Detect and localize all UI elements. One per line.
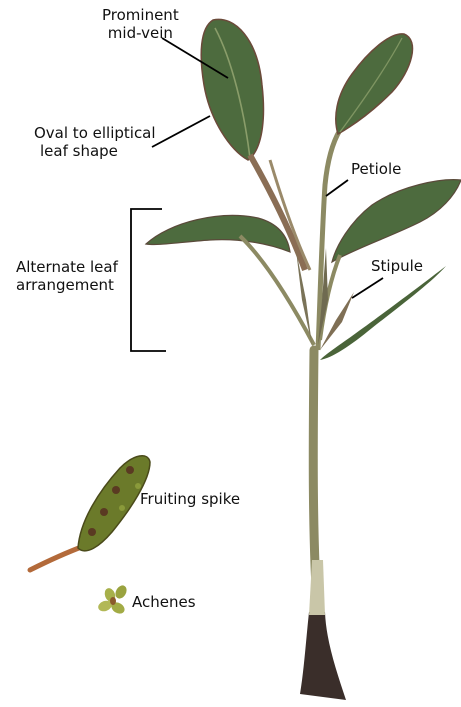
spike-bump xyxy=(100,508,108,516)
stipule-label: Stipule xyxy=(371,257,423,275)
top-left-leaf xyxy=(201,19,263,160)
left-middle-leaf xyxy=(146,216,290,252)
stipule-4 xyxy=(270,160,310,270)
right-middle-leaf xyxy=(332,180,461,262)
mid-vein-label: Prominent mid-vein xyxy=(102,6,179,42)
spike-bump xyxy=(112,486,120,494)
leaf-shape-leader xyxy=(152,116,210,147)
petiole-leader xyxy=(326,180,348,196)
spike-bump xyxy=(126,466,134,474)
achenes-cluster xyxy=(97,583,129,615)
spike-bump xyxy=(135,483,141,489)
top-left-petiole xyxy=(250,155,305,270)
petiole-label: Petiole xyxy=(351,160,401,178)
spike-stalk xyxy=(30,546,84,570)
stem-sheath-base xyxy=(300,612,346,700)
lower-right-blade xyxy=(320,266,446,360)
alternate-label: Alternate leaf arrangement xyxy=(16,258,118,294)
leaf-shape-label: Oval to elliptical leaf shape xyxy=(34,124,156,160)
fruiting-spike-label: Fruiting spike xyxy=(140,490,240,508)
spike-bump xyxy=(119,505,125,511)
achenes-label: Achenes xyxy=(132,593,196,611)
stipule-leader xyxy=(352,278,383,298)
spike-bump xyxy=(88,528,96,536)
alternate-bracket xyxy=(131,209,166,351)
